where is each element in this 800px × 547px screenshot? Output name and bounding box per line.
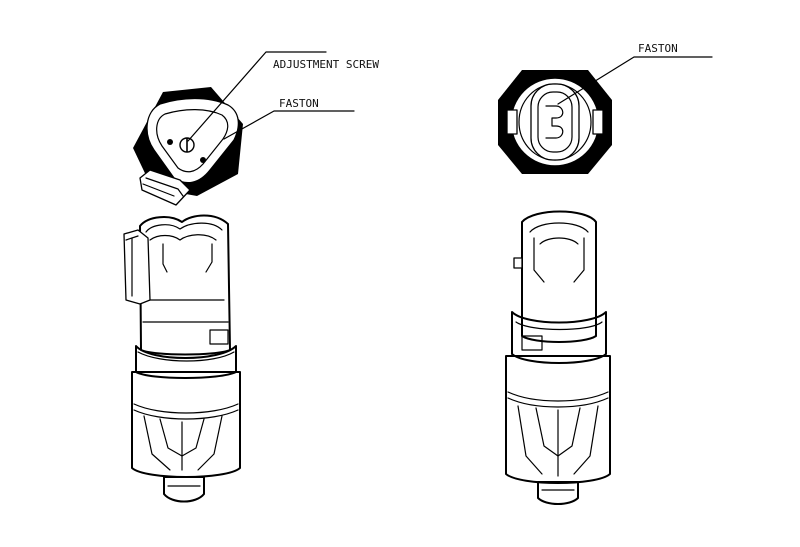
- right-top-view: [498, 70, 612, 174]
- left-latch-tab: [139, 169, 191, 206]
- left-leaders: ADJUSTMENT SCREW FASTON: [187, 51, 379, 142]
- left-thread-nub: [163, 476, 205, 503]
- left-inner-triangle: [156, 109, 229, 173]
- left-side-view: [123, 214, 241, 503]
- label-faston-left: FASTON: [279, 97, 319, 110]
- left-top-view: [133, 87, 243, 206]
- right-thread-nub: [537, 481, 579, 505]
- right-oval-socket: [530, 83, 580, 161]
- faston-terminal-right: [545, 105, 564, 139]
- faston-terminal: [200, 157, 206, 163]
- label-adjustment-screw: ADJUSTMENT SCREW: [273, 58, 379, 71]
- left-hex-body: [131, 371, 241, 478]
- label-faston-right: FASTON: [638, 42, 678, 55]
- right-side-view: [505, 210, 611, 505]
- right-leaders: FASTON: [557, 42, 713, 105]
- left-clip: [123, 229, 151, 305]
- faston-terminal: [167, 139, 173, 145]
- right-connector-housing: [521, 210, 597, 343]
- left-connector-housing: [139, 214, 231, 356]
